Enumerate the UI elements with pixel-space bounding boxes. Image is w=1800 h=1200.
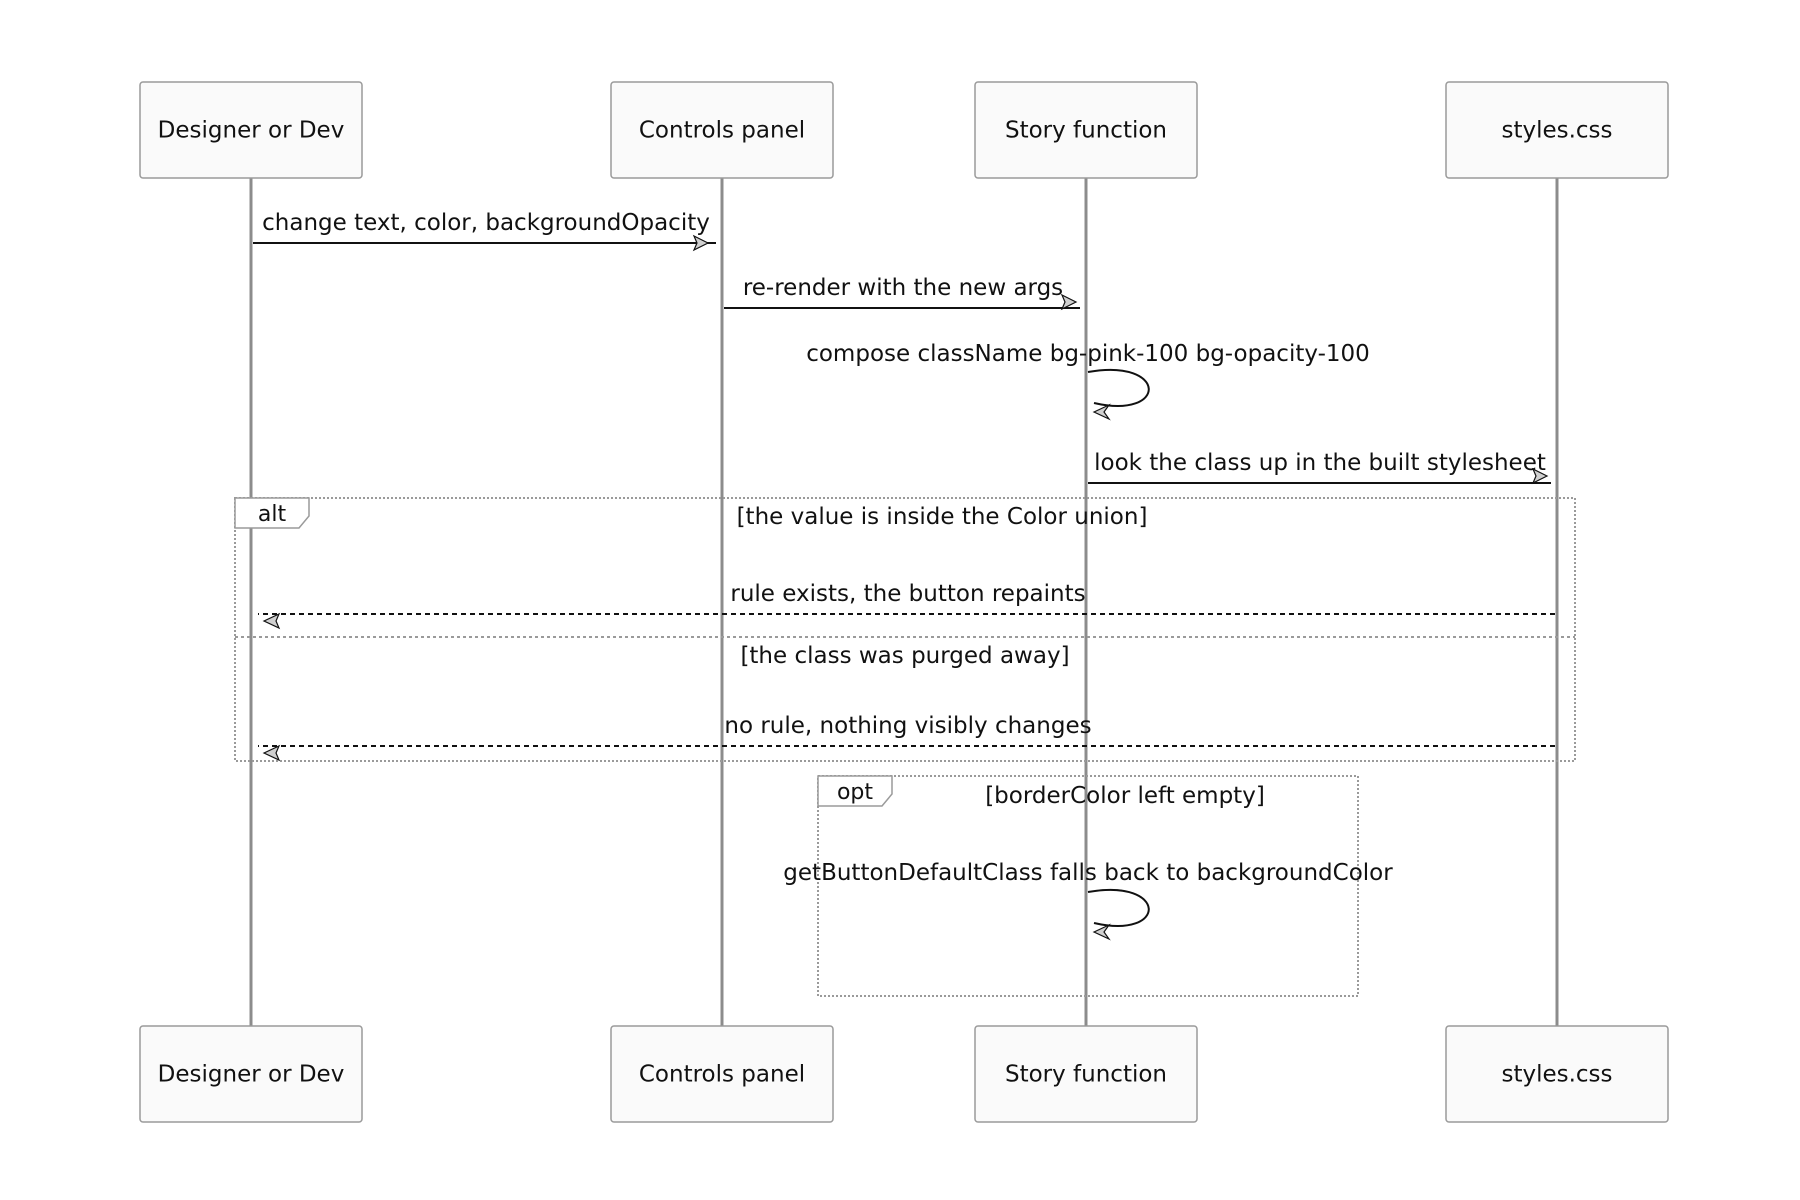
actor-label: Controls panel <box>639 118 805 144</box>
actor-label: styles.css <box>1501 1062 1612 1088</box>
arrowhead-left-icon <box>262 612 281 630</box>
message-label: getButtonDefaultClass falls back to back… <box>783 860 1393 886</box>
actor-label: styles.css <box>1501 118 1612 144</box>
actor-controls-top: Controls panel <box>610 81 834 179</box>
actor-label: Story function <box>1005 118 1167 144</box>
actor-designer-top: Designer or Dev <box>139 81 363 179</box>
arrowhead-right-icon <box>692 234 710 252</box>
actor-label: Designer or Dev <box>158 118 345 144</box>
alt-frame: alt [the value is inside the Color union… <box>234 497 1576 762</box>
message-default-class-fallback: getButtonDefaultClass falls back to back… <box>783 860 1393 941</box>
message-label: re-render with the new args <box>743 275 1063 301</box>
self-loop-line <box>1087 369 1150 407</box>
message-change-args: change text, color, backgroundOpacity <box>253 210 716 252</box>
actor-story-bottom: Story function <box>974 1025 1198 1123</box>
message-label: change text, color, backgroundOpacity <box>262 210 710 236</box>
actor-styles-top: styles.css <box>1445 81 1669 179</box>
message-label: look the class up in the built styleshee… <box>1094 450 1546 476</box>
message-no-rule: no rule, nothing visibly changes <box>258 713 1555 762</box>
message-label: no rule, nothing visibly changes <box>724 713 1091 739</box>
message-rerender: re-render with the new args <box>724 275 1080 311</box>
opt-frame-tab <box>817 775 893 807</box>
alt-condition-1: [the value is inside the Color union] <box>737 504 1148 530</box>
message-label: rule exists, the button repaints <box>730 581 1085 607</box>
opt-frame: opt [borderColor left empty] <box>817 775 1359 997</box>
arrowhead-left-icon <box>1092 403 1111 421</box>
actor-styles-bottom: styles.css <box>1445 1025 1669 1123</box>
actor-label: Controls panel <box>639 1062 805 1088</box>
message-label: compose className bg-pink-100 bg-opacity… <box>806 341 1370 367</box>
message-lookup-class: look the class up in the built styleshee… <box>1088 450 1551 485</box>
self-loop-line <box>1087 889 1150 927</box>
arrowhead-left-icon <box>1092 923 1111 941</box>
arrowhead-right-icon <box>1060 293 1078 311</box>
arrowhead-right-icon <box>1531 467 1549 485</box>
message-compose-classname: compose className bg-pink-100 bg-opacity… <box>806 341 1370 421</box>
alt-condition-2: [the class was purged away] <box>740 643 1069 669</box>
actor-label: Designer or Dev <box>158 1062 345 1088</box>
actor-designer-bottom: Designer or Dev <box>139 1025 363 1123</box>
actor-label: Story function <box>1005 1062 1167 1088</box>
arrowhead-left-icon <box>262 744 281 762</box>
actor-controls-bottom: Controls panel <box>610 1025 834 1123</box>
opt-condition: [borderColor left empty] <box>985 783 1265 809</box>
message-rule-exists: rule exists, the button repaints <box>258 581 1555 630</box>
alt-frame-kind: alt <box>258 502 287 527</box>
alt-frame-tab <box>234 497 310 529</box>
actor-story-top: Story function <box>974 81 1198 179</box>
opt-frame-kind: opt <box>837 780 873 805</box>
